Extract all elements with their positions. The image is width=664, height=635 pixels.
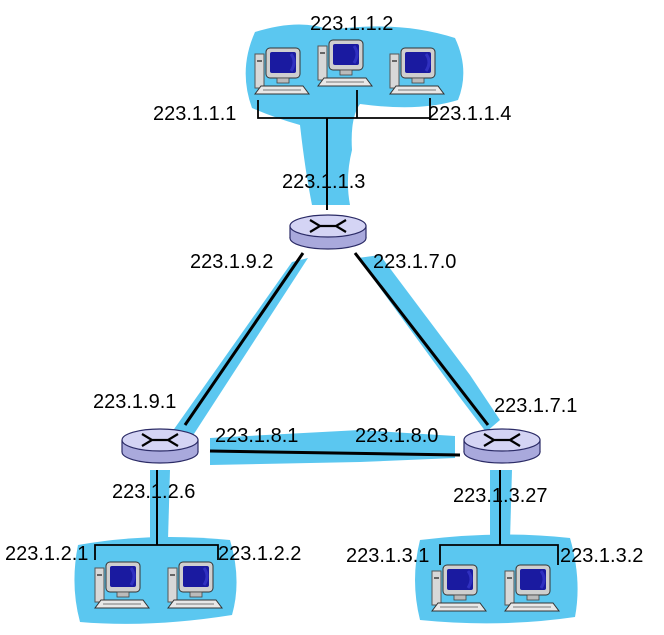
router-icon — [288, 213, 368, 251]
top-host-2-ip: 223.1.1.2 — [310, 13, 393, 35]
right-router-if-7-ip: 223.1.7.1 — [494, 395, 577, 417]
left-host-2-ip: 223.1.2.2 — [218, 543, 301, 565]
top-host-1-ip: 223.1.1.1 — [153, 103, 236, 125]
router-icon — [462, 427, 542, 465]
top-router-if-9-ip: 223.1.9.2 — [190, 251, 273, 273]
router-icon — [120, 427, 200, 465]
top-host-4-ip: 223.1.1.4 — [428, 103, 511, 125]
right-router-if-8-ip: 223.1.8.0 — [355, 425, 438, 447]
left-router-if-9-ip: 223.1.9.1 — [93, 391, 176, 413]
left-router-if-8-ip: 223.1.8.1 — [215, 425, 298, 447]
right-host-2-ip: 223.1.3.2 — [560, 545, 643, 567]
top-router-if-1-ip: 223.1.1.3 — [282, 171, 365, 193]
left-router-if-2-ip: 223.1.2.6 — [112, 481, 195, 503]
top-router-if-7-ip: 223.1.7.0 — [373, 251, 456, 273]
left-host-1-ip: 223.1.2.1 — [5, 543, 88, 565]
right-host-1-ip: 223.1.3.1 — [346, 545, 429, 567]
right-router-if-3-ip: 223.1.3.27 — [453, 485, 548, 507]
links — [156, 118, 501, 545]
lan-buses — [94, 90, 559, 565]
